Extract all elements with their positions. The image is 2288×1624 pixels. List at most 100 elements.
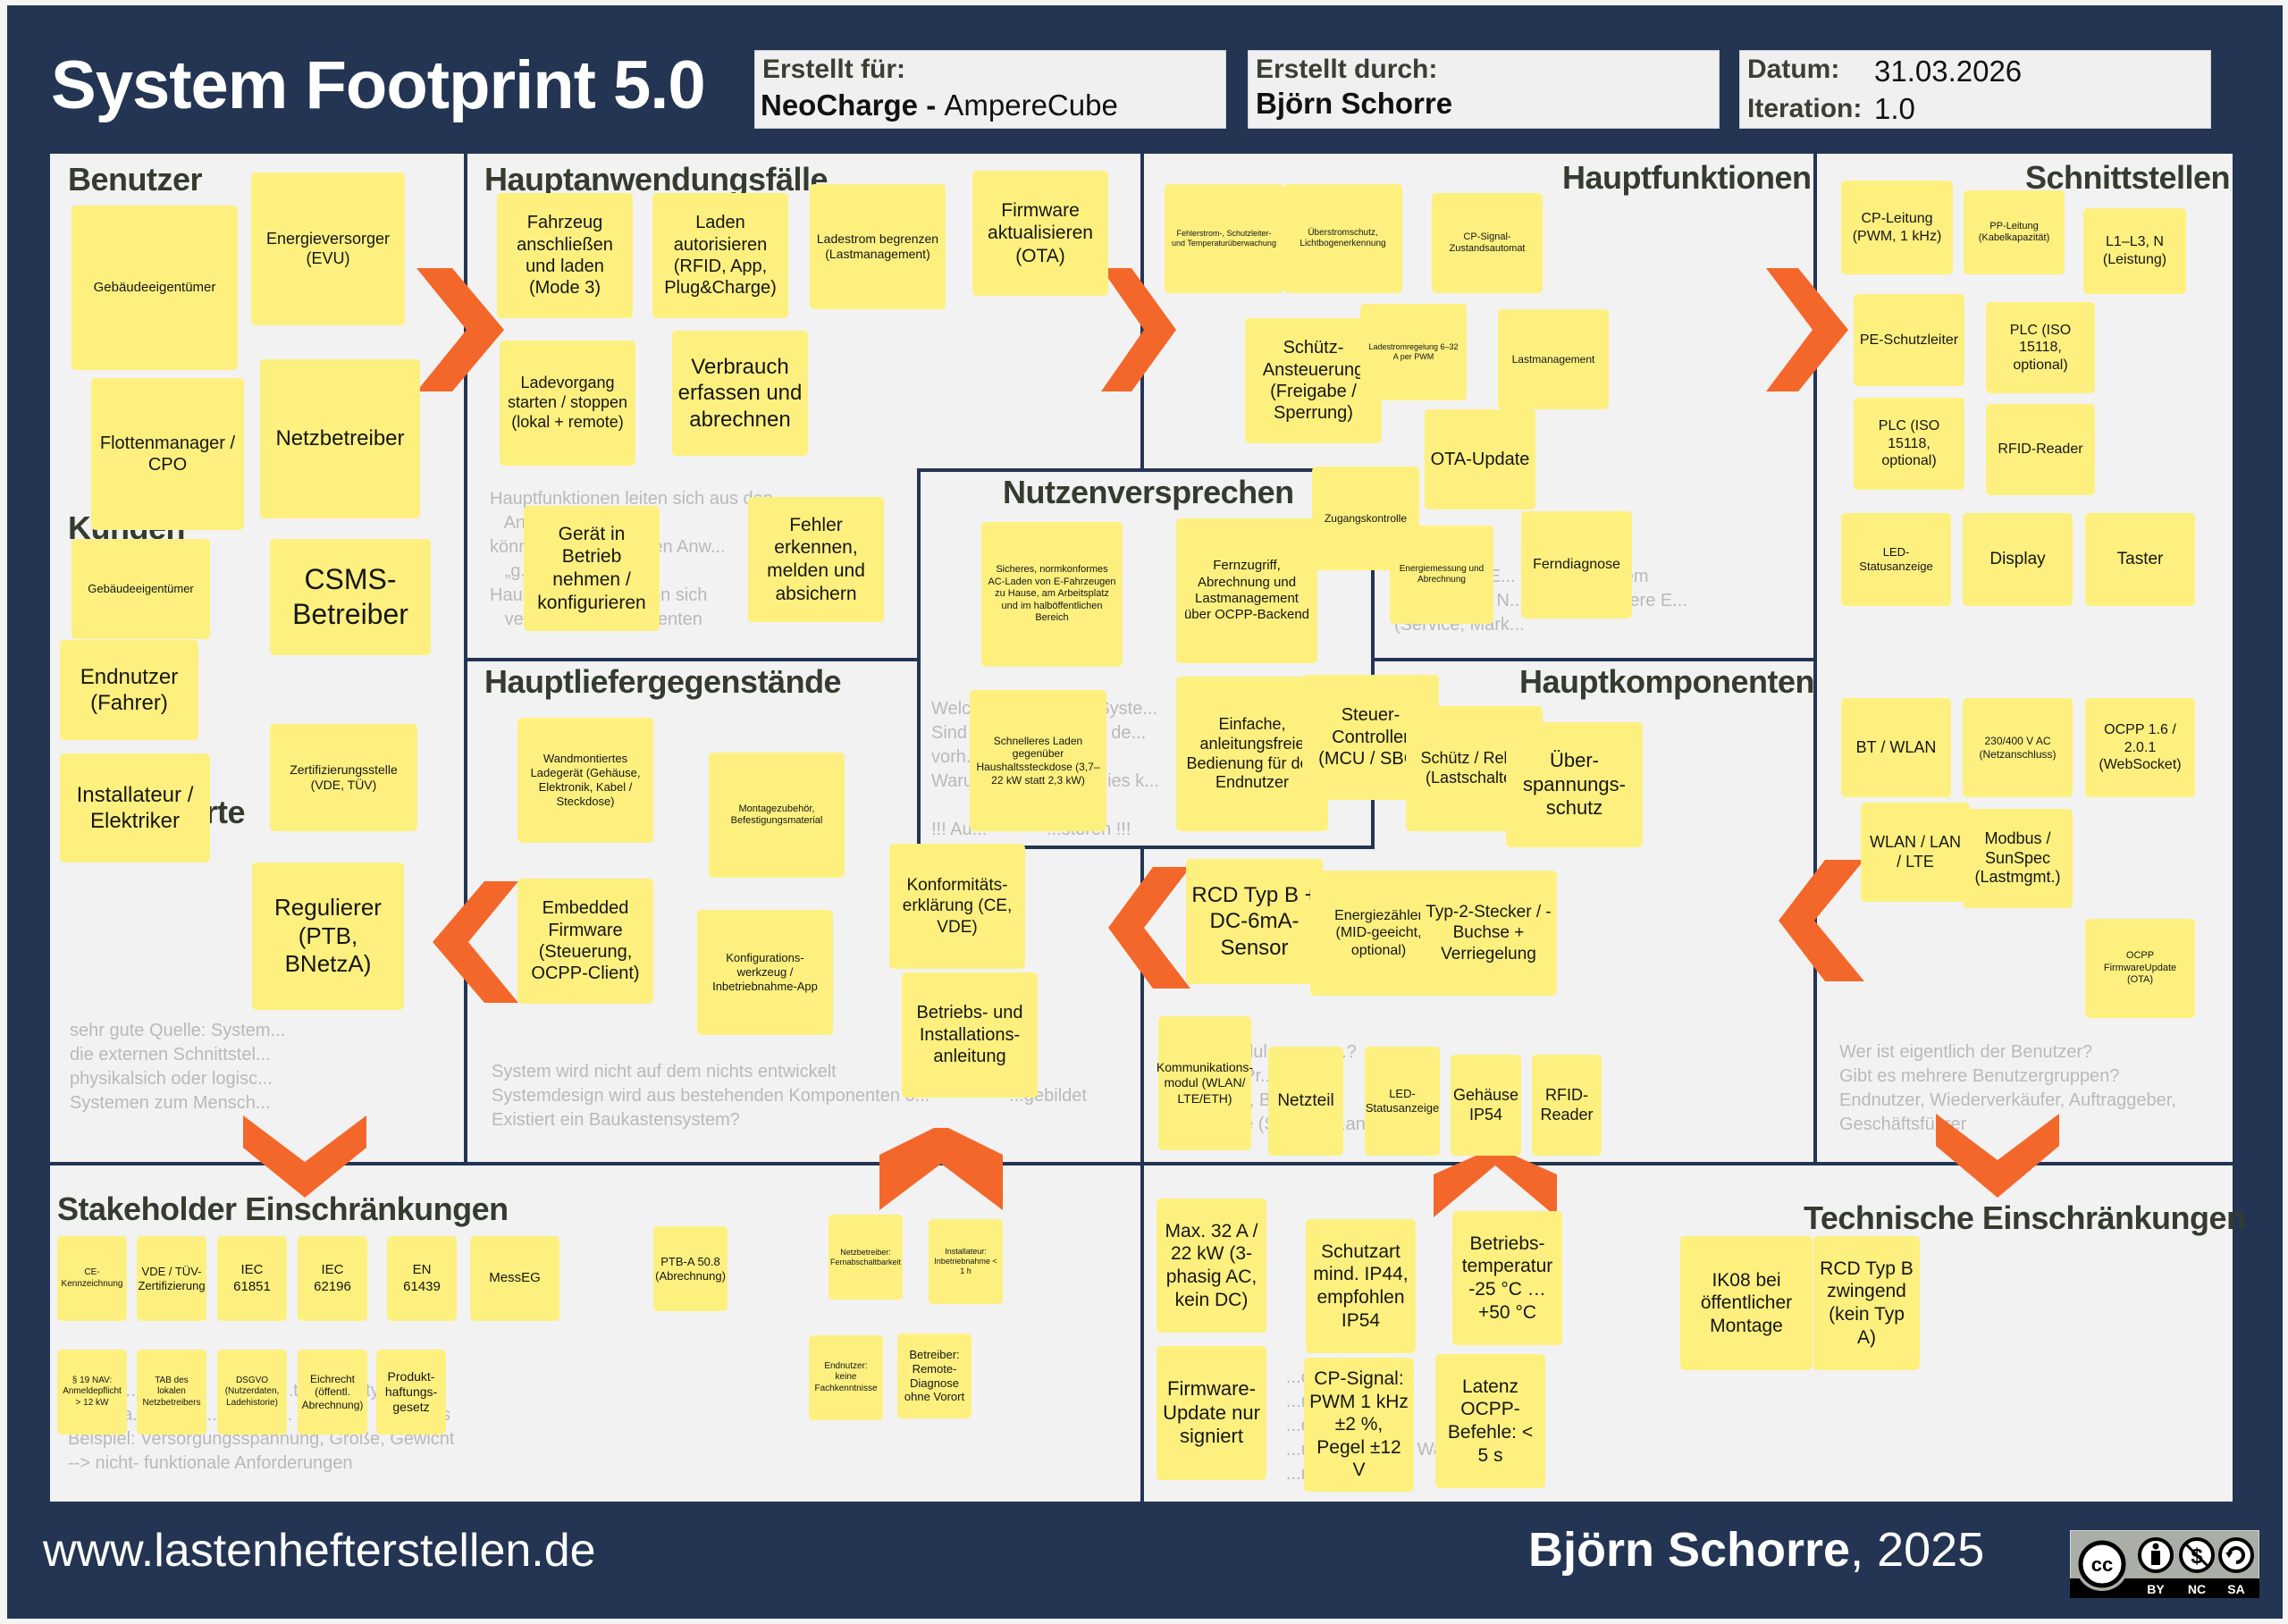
sticky-note[interactable]: LED-Statusanzeige bbox=[1841, 513, 1951, 606]
sticky-note[interactable]: Netzbetreiber bbox=[260, 359, 420, 518]
sticky-note[interactable]: WLAN / LAN / LTE bbox=[1861, 803, 1970, 902]
sticky-note[interactable]: Betriebs-temperatur -25 °C … +50 °C bbox=[1452, 1211, 1562, 1345]
sticky-note[interactable]: Schnelleres Laden gegenüber Haushaltsste… bbox=[970, 690, 1106, 831]
sticky-note[interactable]: RFID-Reader bbox=[1986, 404, 2095, 495]
cc-license-badge[interactable]: cc $ BY NC SA bbox=[2070, 1530, 2259, 1598]
sticky-note[interactable]: Installateur: Inbetriebnahme < 1 h bbox=[929, 1219, 1003, 1304]
sticky-note[interactable]: Max. 32 A / 22 kW (3-phasig AC, kein DC) bbox=[1157, 1199, 1266, 1333]
sticky-note[interactable]: Gehäuse IP54 bbox=[1451, 1055, 1521, 1156]
sticky-note[interactable]: BT / WLAN bbox=[1841, 698, 1951, 797]
sticky-note[interactable]: Ladestromregelung 6–32 A per PWM bbox=[1360, 304, 1467, 400]
sticky-note[interactable]: Installateur / Elektriker bbox=[60, 753, 210, 862]
sticky-note[interactable]: § 19 NAV: Anmeldepflicht > 12 kW bbox=[57, 1350, 127, 1435]
sticky-note[interactable]: Netzteil bbox=[1268, 1047, 1343, 1156]
sticky-note[interactable]: Fernzugriff, Abrechnung und Lastmanageme… bbox=[1176, 518, 1317, 663]
sticky-note-text: Zugangskontrolle bbox=[1324, 511, 1408, 525]
sticky-note[interactable]: Fehlerstrom-, Schutzleiter- und Temperat… bbox=[1165, 184, 1283, 293]
sticky-note[interactable]: L1–L3, N (Leistung) bbox=[2083, 208, 2186, 294]
sticky-note[interactable]: PLC (ISO 15118, optional) bbox=[1854, 398, 1964, 490]
sticky-note[interactable]: Latenz OCPP-Befehle: < 5 s bbox=[1435, 1354, 1545, 1488]
created-by-value: Björn Schorre bbox=[1256, 87, 1453, 120]
sticky-note[interactable]: OCPP FirmwareUpdate (OTA) bbox=[2085, 919, 2195, 1018]
sticky-note[interactable]: PTB-A 50.8 (Abrechnung) bbox=[653, 1226, 728, 1311]
sticky-note[interactable]: Typ-2-Stecker / -Buchse + Verriegelung bbox=[1420, 871, 1557, 996]
sticky-note[interactable]: DSGVO (Nutzerdaten, Ladehistorie) bbox=[217, 1350, 287, 1435]
sticky-note[interactable]: CP-Signal: PWM 1 kHz ±2 %, Pegel ±12 V bbox=[1304, 1358, 1414, 1492]
sticky-note[interactable]: Verbrauch erfassen und abrechnen bbox=[672, 331, 808, 456]
sticky-note[interactable]: CP-Signal-Zustandsautomat bbox=[1432, 193, 1543, 293]
sticky-note-text: EN 61439 bbox=[403, 1262, 441, 1294]
sticky-note[interactable]: Firmware-Update nur signiert bbox=[1157, 1346, 1266, 1480]
sticky-note[interactable]: Gebäudeeigentümer bbox=[72, 539, 210, 639]
sticky-note[interactable]: LED-Statusanzeige bbox=[1365, 1047, 1440, 1156]
sticky-note[interactable]: Montagezubehör, Befestigungsmaterial bbox=[709, 753, 845, 878]
sticky-note[interactable]: Zertifizierungsstelle (VDE, TÜV) bbox=[270, 724, 417, 831]
sticky-note-text: Montagezubehör, Befestigungsmaterial bbox=[730, 803, 823, 826]
sticky-note[interactable]: EN 61439 bbox=[387, 1236, 457, 1321]
sticky-note[interactable]: Konformitäts-erklärung (CE, VDE) bbox=[889, 844, 1025, 969]
sticky-note[interactable]: Laden autorisieren (RFID, App, Plug&Char… bbox=[652, 193, 788, 318]
sticky-note[interactable]: Fehler erkennen, melden und absichern bbox=[748, 497, 884, 622]
sticky-note[interactable]: Flottenmanager / CPO bbox=[91, 378, 244, 530]
sticky-note[interactable]: Überstromschutz, Lichtbogenerkennung bbox=[1283, 184, 1402, 293]
sticky-note-text: RCD Typ B zwingend (kein Typ A) bbox=[1820, 1258, 1914, 1348]
sticky-note[interactable]: RCD Typ B zwingend (kein Typ A) bbox=[1813, 1236, 1920, 1370]
footer-author: Björn Schorre, 2025 bbox=[1528, 1522, 1984, 1578]
sticky-note[interactable]: CSMS-Betreiber bbox=[270, 539, 431, 655]
sticky-note[interactable]: Endnutzer (Fahrer) bbox=[60, 640, 198, 740]
footer-website-link[interactable]: www.lastenhefterstellen.de bbox=[43, 1525, 596, 1577]
sticky-note[interactable]: Firmware aktualisieren (OTA) bbox=[972, 171, 1108, 296]
sticky-note[interactable]: Energieversorger (EVU) bbox=[251, 172, 405, 325]
sticky-note[interactable]: Ferndiagnose bbox=[1521, 511, 1632, 618]
sticky-note[interactable]: Betriebs- und Installations-anleitung bbox=[902, 972, 1038, 1098]
sticky-note[interactable]: Schütz-Ansteuerung (Freigabe / Sperrung) bbox=[1245, 318, 1382, 443]
sticky-note[interactable]: OCPP 1.6 / 2.0.1 (WebSocket) bbox=[2085, 698, 2195, 797]
sticky-note[interactable]: MessEG bbox=[470, 1236, 559, 1321]
arrow-down-icon bbox=[243, 1115, 366, 1198]
sticky-note[interactable]: 230/400 V AC (Netzanschluss) bbox=[1963, 698, 2073, 797]
sticky-note[interactable]: PLC (ISO 15118, optional) bbox=[1986, 302, 2095, 393]
sticky-note[interactable]: Über-spannungs-schutz bbox=[1506, 722, 1643, 847]
sticky-note[interactable]: RFID-Reader bbox=[1532, 1055, 1602, 1156]
sticky-note[interactable]: Lastmanagement bbox=[1498, 309, 1609, 409]
sticky-note[interactable]: Netzbetreiber: Fernabschaltbarkeit bbox=[829, 1215, 903, 1300]
sticky-note[interactable]: IEC 61851 bbox=[217, 1236, 287, 1321]
sticky-note[interactable]: PP-Leitung (Kabelkapazität) bbox=[1964, 190, 2065, 274]
section-title-schnittstellen: Schnittstellen bbox=[2025, 159, 2231, 196]
divider bbox=[50, 1162, 2233, 1165]
sticky-note[interactable]: Ladestrom begrenzen (Lastmanagement) bbox=[810, 184, 946, 309]
sticky-note[interactable]: Fahrzeug anschließen und laden (Mode 3) bbox=[497, 193, 633, 318]
sticky-note[interactable]: Modbus / SunSpec (Lastmgmt.) bbox=[1963, 809, 2073, 908]
cc-icon: cc bbox=[2075, 1537, 2129, 1591]
sticky-note-text: Max. 32 A / 22 kW (3-phasig AC, kein DC) bbox=[1165, 1220, 1258, 1310]
sticky-note[interactable]: Wandmontiertes Ladegerät (Gehäuse, Elekt… bbox=[517, 718, 653, 843]
footer-year-sep: , bbox=[1850, 1523, 1878, 1577]
sticky-note[interactable]: TAB des lokalen Netzbetreibers bbox=[137, 1350, 206, 1435]
sticky-note[interactable]: Embedded Firmware (Steuerung, OCPP-Clien… bbox=[517, 879, 653, 1004]
sticky-note[interactable]: RCD Typ B + DC-6mA-Sensor bbox=[1186, 859, 1323, 984]
sticky-note[interactable]: Sicheres, normkonformes AC-Laden von E-F… bbox=[981, 522, 1123, 667]
sticky-note[interactable]: CP-Leitung (PWM, 1 kHz) bbox=[1841, 181, 1953, 274]
sticky-note[interactable]: Taster bbox=[2085, 513, 2195, 606]
sticky-note[interactable]: Ladevorgang starten / stoppen (lokal + r… bbox=[500, 341, 635, 466]
sticky-note[interactable]: Produkt-haftungs-gesetz bbox=[376, 1350, 446, 1435]
sticky-note[interactable]: PE-Schutzleiter bbox=[1854, 294, 1964, 386]
sticky-note[interactable]: IEC 62196 bbox=[298, 1236, 367, 1321]
sticky-note[interactable]: Regulierer (PTB, BNetzA) bbox=[252, 862, 404, 1010]
sticky-note-text: Schnelleres Laden gegenüber Haushaltsste… bbox=[976, 734, 1100, 787]
sticky-note[interactable]: Energiemessung und Abrechnung bbox=[1390, 526, 1493, 624]
sticky-note[interactable]: Display bbox=[1963, 513, 2073, 606]
sticky-note[interactable]: Konfigurations-werkzeug / Inbetriebnahme… bbox=[697, 910, 833, 1035]
sticky-note[interactable]: VDE / TÜV-Zertifizierung bbox=[137, 1236, 206, 1321]
sticky-note[interactable]: OTA-Update bbox=[1425, 409, 1535, 509]
sticky-note[interactable]: Gerät in Betrieb nehmen / konfigurieren bbox=[524, 506, 660, 631]
sticky-note[interactable]: Kommunikations-modul (WLAN/ LTE/ETH) bbox=[1157, 1016, 1253, 1150]
sticky-note[interactable]: Betreiber: Remote-Diagnose ohne Vorort bbox=[897, 1334, 972, 1418]
sticky-note-text: IEC 61851 bbox=[233, 1262, 271, 1294]
sticky-note[interactable]: Schutzart mind. IP44, empfohlen IP54 bbox=[1306, 1219, 1416, 1353]
sticky-note[interactable]: Gebäudeeigentümer bbox=[72, 206, 238, 370]
sticky-note[interactable]: CE-Kennzeichnung bbox=[57, 1236, 127, 1321]
sticky-note[interactable]: Endnutzer: keine Fachkenntnisse bbox=[809, 1335, 883, 1420]
sticky-note[interactable]: IK08 bei öffentlicher Montage bbox=[1680, 1236, 1813, 1370]
sticky-note[interactable]: Eichrecht (öffentl. Abrechnung) bbox=[298, 1350, 367, 1435]
